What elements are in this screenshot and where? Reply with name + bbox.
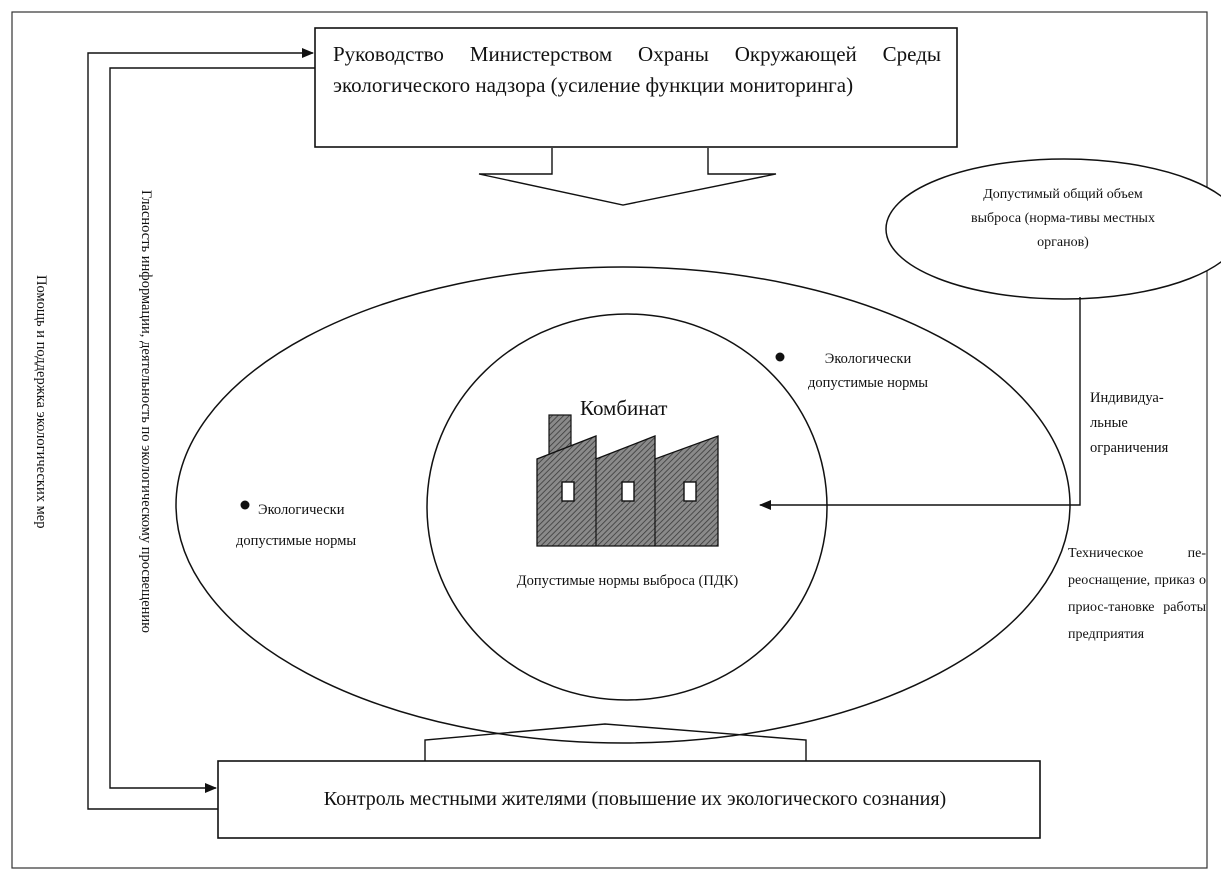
individual-limits-label: Индивидуа-льные ограничения	[1090, 390, 1169, 456]
factory-window-1	[561, 481, 575, 502]
bullet-icon	[775, 352, 785, 362]
factory-window-3	[683, 481, 697, 502]
technical-measures-label: Техническое пе-реоснащение, приказ о при…	[1068, 546, 1206, 642]
top-block-arrow	[478, 148, 777, 206]
emission-norms-caption: Допустимые нормы выброса (ПДК)	[516, 573, 739, 589]
factory-window-2	[621, 481, 635, 502]
individual-limits-arrow	[759, 297, 1081, 510]
publicity-connector	[109, 67, 315, 793]
publicity-vertical-label: Гласность информации, деятельность по эк…	[138, 190, 154, 633]
page-frame	[11, 11, 1208, 869]
support-connector	[87, 48, 314, 810]
bottom-block-arrow	[424, 723, 807, 761]
support-vertical-label: Помощь и поддержка экологических мер	[33, 275, 49, 529]
top-box-text: Руководство Министерством Охраны Окружаю…	[333, 42, 941, 97]
factory-title: Комбинат	[580, 396, 668, 420]
top-box	[314, 27, 958, 148]
right-oval	[885, 158, 1221, 300]
factory-icon	[536, 414, 719, 547]
eco-norms-right-label: Экологически допустимые нормы	[807, 351, 929, 391]
eco-norms-left-label: Экологически допустимые нормы	[236, 502, 357, 549]
bottom-box-text: Контроль местными жителями (повышение их…	[323, 788, 947, 810]
bullet-icon	[240, 500, 250, 510]
right-oval-text: Допустимый общий объем выброса (норма-ти…	[971, 187, 1155, 250]
bottom-box	[217, 760, 1041, 839]
inner-circle	[426, 313, 828, 701]
